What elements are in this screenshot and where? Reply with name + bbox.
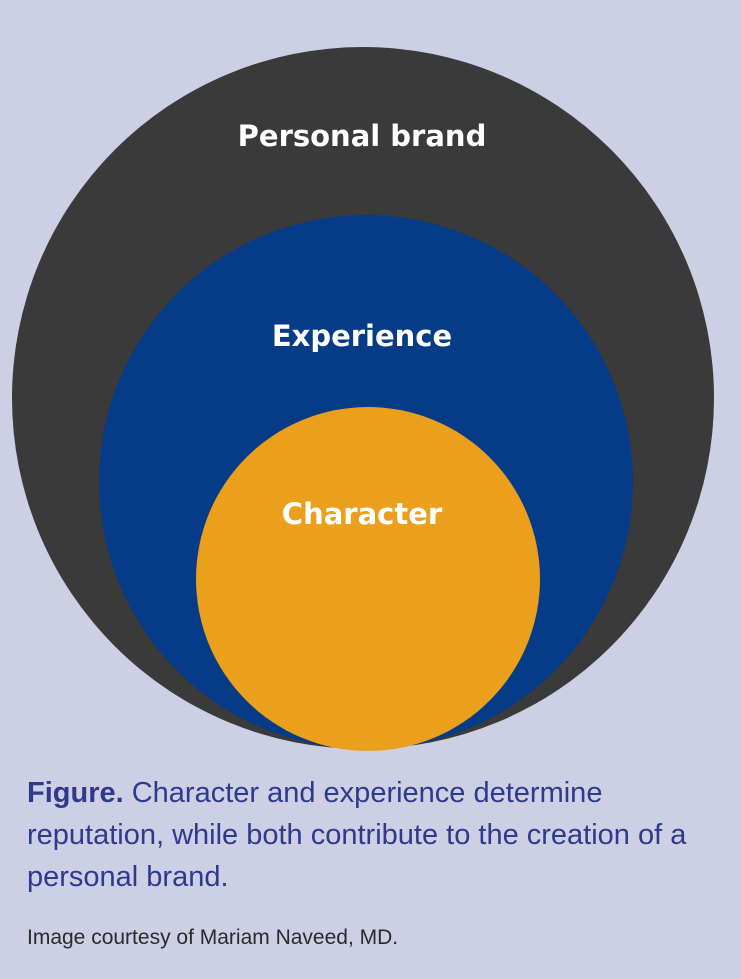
personal-brand-label: Personal brand — [238, 119, 487, 153]
figure-caption: Figure. Character and experience determi… — [27, 772, 717, 898]
experience-label: Experience — [272, 319, 452, 353]
character-circle — [196, 407, 540, 751]
figure-caption-label: Figure. — [27, 777, 124, 809]
figure-caption-text: Character and experience determine reput… — [27, 777, 687, 893]
character-label: Character — [282, 497, 443, 531]
nested-circles-diagram: Personal brand Experience Character — [12, 47, 714, 751]
image-credit: Image courtesy of Mariam Naveed, MD. — [27, 926, 399, 949]
